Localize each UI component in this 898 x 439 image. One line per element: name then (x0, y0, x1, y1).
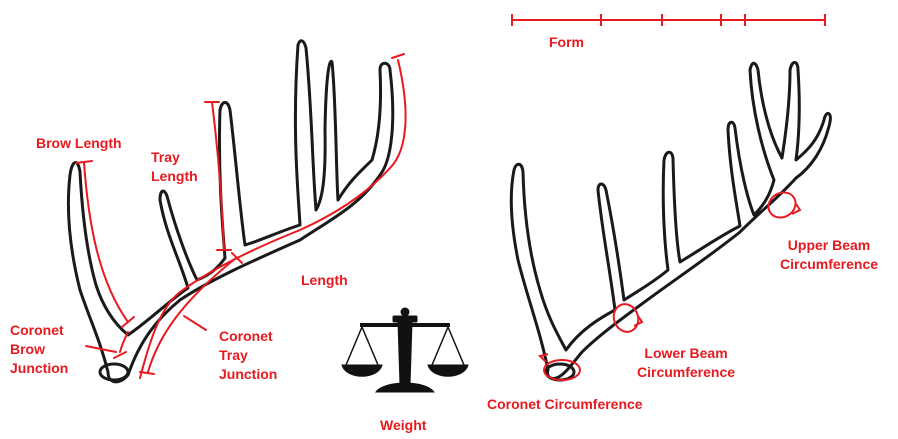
tray-length-line (212, 102, 224, 250)
cbj-label-line2: Brow (10, 340, 68, 359)
right-antler-outline (511, 63, 830, 379)
length-label: Length (301, 271, 348, 290)
ctj-label-line3: Junction (219, 365, 277, 384)
left-coronet-base (100, 364, 128, 380)
lbc-label-line2: Circumference (637, 363, 735, 382)
upper-beam-circumference-label: Upper Beam Circumference (780, 236, 878, 274)
lbc-label-line1: Lower Beam (637, 344, 735, 363)
weight-label: Weight (380, 416, 426, 435)
ctj-tick-top (232, 253, 242, 263)
lower-beam-circumference-label: Lower Beam Circumference (637, 344, 735, 382)
ctj-label-line2: Tray (219, 346, 277, 365)
ubc-label-line1: Upper Beam (780, 236, 878, 255)
tray-length-label-line2: Length (151, 167, 198, 186)
coronet-brow-junction-line (120, 332, 128, 352)
ctj-label-line1: Coronet (219, 327, 277, 346)
tray-length-label: Tray Length (151, 148, 198, 186)
balance-scale-icon (342, 308, 468, 392)
brow-length-label: Brow Length (36, 134, 122, 153)
cbj-label-line1: Coronet (10, 321, 68, 340)
brow-length-tick-bottom (122, 317, 134, 327)
cbj-label-line3: Junction (10, 359, 68, 378)
brow-length-line (84, 162, 128, 322)
coronet-brow-junction-label: Coronet Brow Junction (10, 321, 68, 378)
coronet-circumference-label: Coronet Circumference (487, 395, 643, 414)
tray-length-label-line1: Tray (151, 148, 198, 167)
ctj-pointer (184, 316, 206, 330)
brow-length-tick-top (76, 161, 92, 163)
ubc-label-line2: Circumference (780, 255, 878, 274)
length-tick-top (392, 54, 404, 58)
form-label: Form (549, 33, 584, 52)
coronet-tray-junction-label: Coronet Tray Junction (219, 327, 277, 384)
form-ruler (512, 14, 825, 26)
